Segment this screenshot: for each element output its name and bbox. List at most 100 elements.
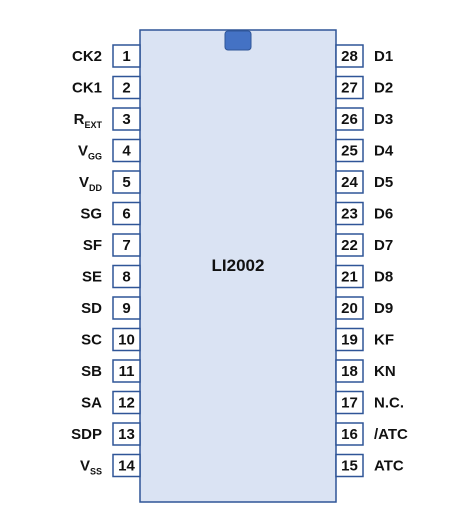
signal-name: V (80, 458, 90, 475)
signal-name: CK1 (72, 80, 102, 97)
signal-name: N.C. (374, 395, 404, 412)
pin-3: 3 REXT (74, 107, 141, 131)
pin-12: 12 SA (81, 390, 141, 415)
pin-number: 24 (341, 174, 358, 191)
pin-box (335, 422, 364, 446)
pin-signal-label: REXT (74, 111, 103, 130)
pin-signal-label: SA (81, 395, 102, 412)
signal-name: SD (81, 300, 102, 317)
pin-signal-label: D6 (374, 206, 393, 223)
pin-number: 22 (341, 237, 358, 254)
pin-signal-label: VGG (78, 143, 102, 162)
signal-name: R (74, 111, 85, 128)
signal-name: V (79, 174, 89, 191)
pin-16: 16/ATC (335, 422, 408, 446)
signal-subscript: GG (88, 152, 102, 162)
pin-signal-label: D1 (374, 48, 393, 65)
pin-number: 15 (341, 458, 358, 475)
chip-body (139, 29, 337, 503)
pin-26: 26 D3 (335, 107, 393, 131)
signal-name: KN (374, 363, 396, 380)
pin-5: 5 VDD (79, 170, 141, 194)
pin-box (335, 390, 364, 415)
pin-number: 8 (122, 269, 130, 286)
pin-number: 10 (118, 332, 135, 349)
pin-number: 1 (122, 48, 130, 65)
pin-27: 27 D2 (335, 75, 393, 100)
signal-name: SF (83, 237, 102, 254)
pin-box (112, 422, 141, 446)
pin-number: 7 (122, 237, 130, 254)
pin-signal-label: SB (81, 363, 102, 380)
pin-number: 16 (341, 426, 358, 443)
pin-box (112, 201, 141, 226)
pin-signal-label: /ATC (374, 426, 408, 443)
pin-box (335, 264, 364, 289)
pin-signal-label: SF (83, 237, 102, 254)
pin-box (335, 138, 364, 163)
pin-number: 27 (341, 80, 358, 97)
pin-number: 6 (122, 206, 130, 223)
signal-name: D2 (374, 80, 393, 97)
pin-number: 12 (118, 395, 135, 412)
signal-name: D3 (374, 111, 393, 128)
pin-signal-label: SD (81, 300, 102, 317)
pin-number: 18 (341, 363, 358, 380)
signal-name: D9 (374, 300, 393, 317)
pin-signal-label: D5 (374, 174, 393, 191)
pin-box (112, 390, 141, 415)
pin-box (112, 170, 141, 194)
signal-name: SG (80, 206, 102, 223)
chip-name: LI2002 (212, 256, 265, 275)
pin-6: 6 SG (80, 201, 141, 226)
pin-signal-label: KF (374, 332, 394, 349)
pin-box (335, 327, 364, 352)
pin-signal-label: CK1 (72, 80, 102, 97)
pin-signal-label: D8 (374, 269, 393, 286)
pin-number: 11 (119, 363, 135, 380)
pin-box (335, 44, 364, 68)
pin-number: 3 (122, 111, 130, 128)
pin-9: 9SD (81, 296, 141, 320)
signal-name: D4 (374, 143, 394, 160)
pin-box (335, 233, 364, 257)
pin-number: 26 (341, 111, 358, 128)
pin-11: 11 SB (81, 359, 141, 383)
pin-signal-label: VDD (79, 174, 103, 193)
pin-number: 21 (341, 269, 358, 286)
pin-signal-label: D4 (374, 143, 394, 160)
signal-name: SC (81, 332, 102, 349)
signal-name: /ATC (374, 426, 408, 443)
pin-signal-label: CK2 (72, 48, 102, 65)
signal-name: SE (82, 269, 102, 286)
pin-box (112, 75, 141, 100)
pin-box (335, 201, 364, 226)
pin-box (112, 327, 141, 352)
signal-name: SB (81, 363, 102, 380)
pin-signal-label: D2 (374, 80, 393, 97)
pin-number: 28 (341, 48, 358, 65)
pin-21: 21 D8 (335, 264, 393, 289)
pin-box (112, 296, 141, 320)
signal-name: KF (374, 332, 394, 349)
pin-28: 28 D1 (335, 44, 393, 68)
pin-box (335, 453, 364, 478)
pin-8: 8 SE (82, 264, 141, 289)
signal-name: V (78, 143, 88, 160)
pin-number: 14 (118, 458, 135, 475)
pin-signal-label: KN (374, 363, 396, 380)
pin1-notch (224, 30, 252, 51)
pin-number: 4 (122, 143, 131, 160)
pin-number: 5 (122, 174, 130, 191)
